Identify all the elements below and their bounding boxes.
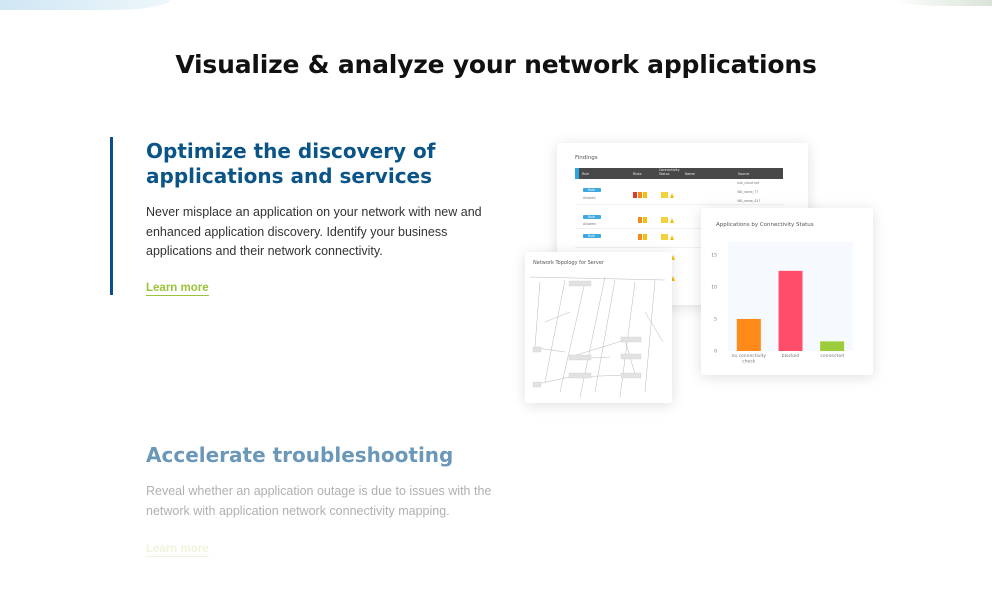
findings-table-header: Rule Risks Connectivity Status Name Sour… (575, 168, 783, 179)
source-value: lit8_name_77 (737, 190, 759, 194)
risk-low-icon (643, 234, 647, 240)
rule-label: Allowed (583, 196, 596, 200)
findings-title: Findings (575, 155, 598, 161)
feature-discovery: Optimize the discovery of applications a… (110, 137, 500, 296)
y-tick-label: 15 (711, 252, 717, 258)
warning-icon (671, 255, 675, 260)
warning-icon (670, 193, 674, 198)
findings-header-marker (575, 168, 579, 179)
rule-tag (583, 215, 601, 219)
network-topology-graph[interactable] (525, 252, 672, 403)
connectivity-chart-card: Applications by Connectivity Status 0 5 10… (701, 208, 873, 375)
feature-discovery-learn-more-link[interactable]: Learn more (146, 281, 209, 296)
bar (736, 318, 761, 351)
connectivity-status-icon (661, 234, 668, 240)
y-tick-label: 0 (714, 349, 717, 355)
chart-title: Applications by Connectivity Status (716, 222, 814, 228)
rule-tag (583, 188, 601, 192)
feature-troubleshooting-learn-more-link[interactable]: Learn more (146, 543, 209, 557)
top-left-decoration (0, 0, 170, 10)
x-tick-label: no connectivity (732, 353, 767, 359)
findings-row[interactable]: Rule Allowed sub_cloud.net lit8_name_77 … (575, 181, 783, 205)
rule-tag-label: Rule (588, 234, 595, 239)
risk-medium-icon (638, 234, 642, 240)
warning-icon (670, 235, 674, 240)
rule-tag-label: Rule (588, 188, 595, 193)
findings-col-connectivity: Connectivity Status (659, 168, 680, 176)
y-tick-label: 5 (714, 316, 717, 322)
rule-tag-label: Rule (588, 215, 595, 220)
bar (820, 341, 845, 351)
risk-low-icon (643, 192, 647, 198)
x-tick-label: blocked (782, 353, 800, 359)
bar (778, 270, 803, 351)
feature-discovery-title: Optimize the discovery of applications a… (146, 139, 436, 188)
risk-low-icon (643, 217, 647, 223)
warning-icon (671, 276, 675, 281)
rule-tag (583, 234, 601, 238)
feature-troubleshooting[interactable]: Accelerate troubleshooting Reveal whethe… (110, 441, 500, 557)
network-topology-card: Network Topology for Server (525, 252, 672, 403)
findings-col-risks: Risks (633, 171, 642, 176)
feature-troubleshooting-description: Reveal whether an application outage is … (146, 484, 492, 518)
warning-icon (670, 218, 674, 223)
page-title: Visualize & analyze your network applica… (175, 50, 817, 79)
source-value: lit8_name_427 (737, 199, 761, 203)
risk-medium-icon (638, 217, 642, 223)
x-tick-label: check (742, 359, 756, 365)
x-tick-label: connected (820, 353, 844, 359)
findings-col-rule: Rule (582, 171, 590, 176)
topology-title: Network Topology for Server (533, 260, 604, 266)
connectivity-status-icon (661, 217, 668, 223)
feature-discovery-description: Never misplace an application on your ne… (146, 205, 482, 258)
top-right-decoration (892, 0, 992, 6)
feature-troubleshooting-title[interactable]: Accelerate troubleshooting (146, 443, 454, 467)
rule-label: Allowed (583, 222, 596, 226)
source-value: sub_cloud.net (737, 181, 760, 185)
y-tick-label: 10 (711, 284, 717, 290)
risk-medium-icon (638, 192, 642, 198)
connectivity-status-icon (661, 192, 668, 198)
findings-col-source: Source (738, 171, 750, 176)
findings-col-name: Name (685, 171, 695, 176)
risk-high-icon (633, 192, 637, 198)
